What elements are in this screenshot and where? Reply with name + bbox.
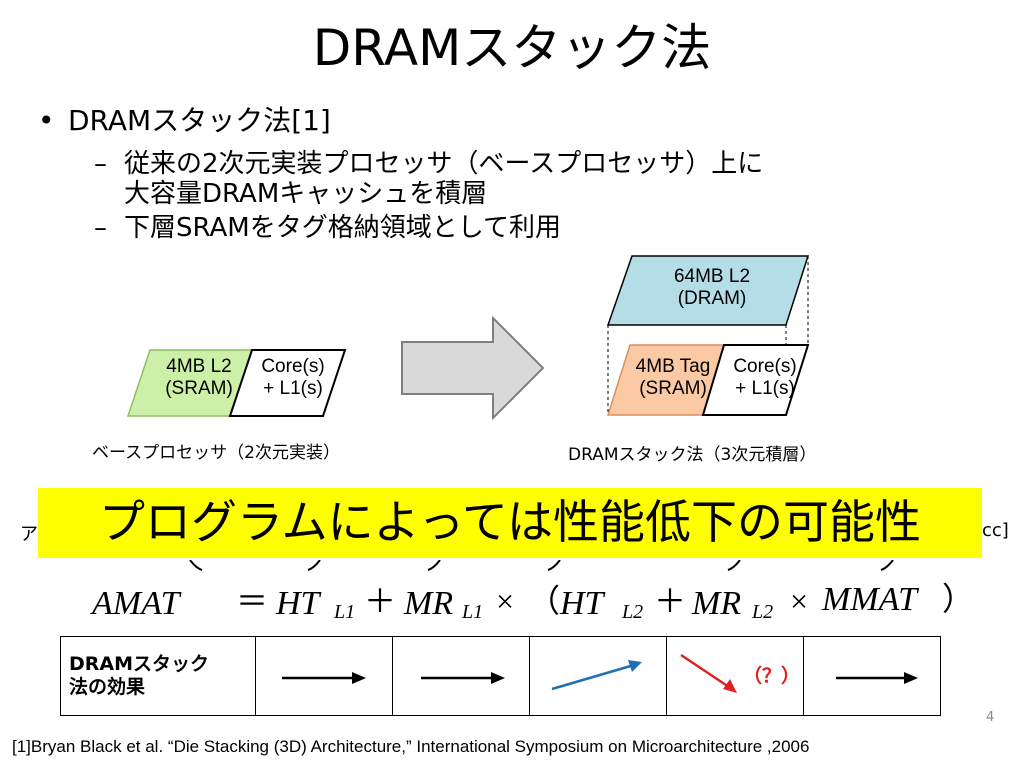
formula-times-2: × — [790, 583, 808, 619]
decrease-arrow-icon — [680, 653, 737, 693]
warning-banner-text: プログラムによっては性能低下の可能性 — [98, 495, 922, 549]
bullet-marker: • — [38, 104, 55, 137]
stack-dram-label: 64MB L2 (DRAM) — [652, 266, 772, 310]
stack-core-line2: + L1(s) — [735, 378, 795, 399]
flat-arrow-icon — [282, 672, 366, 684]
amat-formula: AMAT ＝ HT L1 ＋ MR L1 × （ HT L2 ＋ MR L2 ×… — [90, 560, 974, 623]
page-number: 4 — [986, 710, 995, 725]
formula-sub-l1b: L1 — [461, 601, 483, 623]
stack-core-block — [701, 344, 810, 416]
formula-mmat: MMAT — [821, 581, 919, 618]
increase-arrow-icon — [551, 660, 642, 691]
effect-label-line2: 法の効果 — [69, 676, 146, 698]
stack-core-label: Core(s) + L1(s) — [720, 356, 810, 400]
formula-times-1: × — [496, 583, 514, 619]
reference-footnote: [1]Bryan Black et al. “Die Stacking (3D)… — [12, 737, 810, 756]
stack-tag-line2: (SRAM) — [639, 378, 707, 399]
effect-table: DRAMスタック 法の効果 （？） — [60, 636, 941, 716]
effect-cell-ht-l2 — [529, 636, 667, 716]
sub-item-2-line1: 下層SRAMをタグ格納領域として利用 — [124, 213, 561, 243]
warning-banner — [38, 488, 982, 558]
stack-tag-line1: 4MB Tag — [635, 356, 711, 377]
formula-rparen: ） — [942, 581, 974, 617]
formula-amat: AMAT — [90, 585, 182, 622]
effect-cell-mmat — [803, 636, 941, 716]
base-core-block — [228, 349, 347, 417]
formula-sub-l2b: L2 — [751, 601, 773, 623]
formula-mr-l1: MR — [403, 585, 453, 622]
slide-title: DRAMスタック法 — [312, 19, 712, 77]
transition-arrow — [401, 315, 545, 421]
formula-sub-l1: L1 — [333, 601, 355, 623]
effect-cell-ht-l1 — [255, 636, 393, 716]
sub-item-1-line2: 大容量DRAMキャッシュを積層 — [124, 179, 488, 209]
bullet-item: • DRAMスタック法[1] — [38, 104, 331, 138]
formula-plus-2: ＋ — [654, 583, 686, 619]
formula-ht-l2: HT — [559, 585, 606, 622]
bullet-text: DRAMスタック法[1] — [68, 104, 331, 137]
question-mark-label: （？） — [743, 665, 801, 687]
effect-label-line1: DRAMスタック — [69, 653, 210, 675]
formula-sub-l2: L2 — [621, 601, 643, 623]
stack-tag-label: 4MB Tag (SRAM) — [620, 356, 726, 400]
stack-caption: DRAMスタック法（3次元積層） — [568, 445, 817, 465]
table-row: DRAMスタック 法の効果 （？） — [60, 636, 941, 716]
stack-core-line1: Core(s) — [733, 356, 797, 377]
base-l2-line2: (SRAM) — [165, 378, 233, 399]
effect-label-cell: DRAMスタック 法の効果 — [60, 636, 256, 716]
base-l2-line1: 4MB L2 — [166, 356, 232, 377]
base-core-line2: + L1(s) — [263, 378, 323, 399]
base-l2-label: 4MB L2 (SRAM) — [154, 356, 244, 400]
flat-arrow-icon — [421, 672, 505, 684]
stack-dram-line1: 64MB L2 — [673, 266, 751, 287]
formula-mr-l2: MR — [691, 585, 741, 622]
sub-item-1-line1: 従来の2次元実装プロセッサ（ベースプロセッサ）上に — [124, 149, 764, 179]
formula-ht-l1: HT — [275, 585, 322, 622]
sub-item-1: –従来の2次元実装プロセッサ（ベースプロセッサ）上に — [94, 149, 763, 180]
formula-plus-1: ＋ — [364, 583, 396, 619]
base-core-line1: Core(s) — [261, 356, 325, 377]
dash-marker: – — [94, 213, 107, 243]
sub-item-2: –下層SRAMをタグ格納領域として利用 — [94, 213, 561, 244]
formula-equals: ＝ — [236, 583, 268, 619]
effect-cell-mr-l2: （？） — [666, 636, 804, 716]
effect-cell-mr-l1 — [392, 636, 530, 716]
dash-marker: – — [94, 149, 107, 179]
flat-arrow-icon — [836, 672, 918, 684]
base-core-label: Core(s) + L1(s) — [248, 356, 338, 400]
stack-dram-line2: (DRAM) — [677, 288, 747, 309]
formula-lparen: （ — [528, 583, 560, 619]
base-caption: ベースプロセッサ（2次元実装） — [92, 443, 340, 463]
obscured-text-left: ア — [20, 524, 38, 545]
obscured-text-right: cc] — [982, 520, 1009, 541]
